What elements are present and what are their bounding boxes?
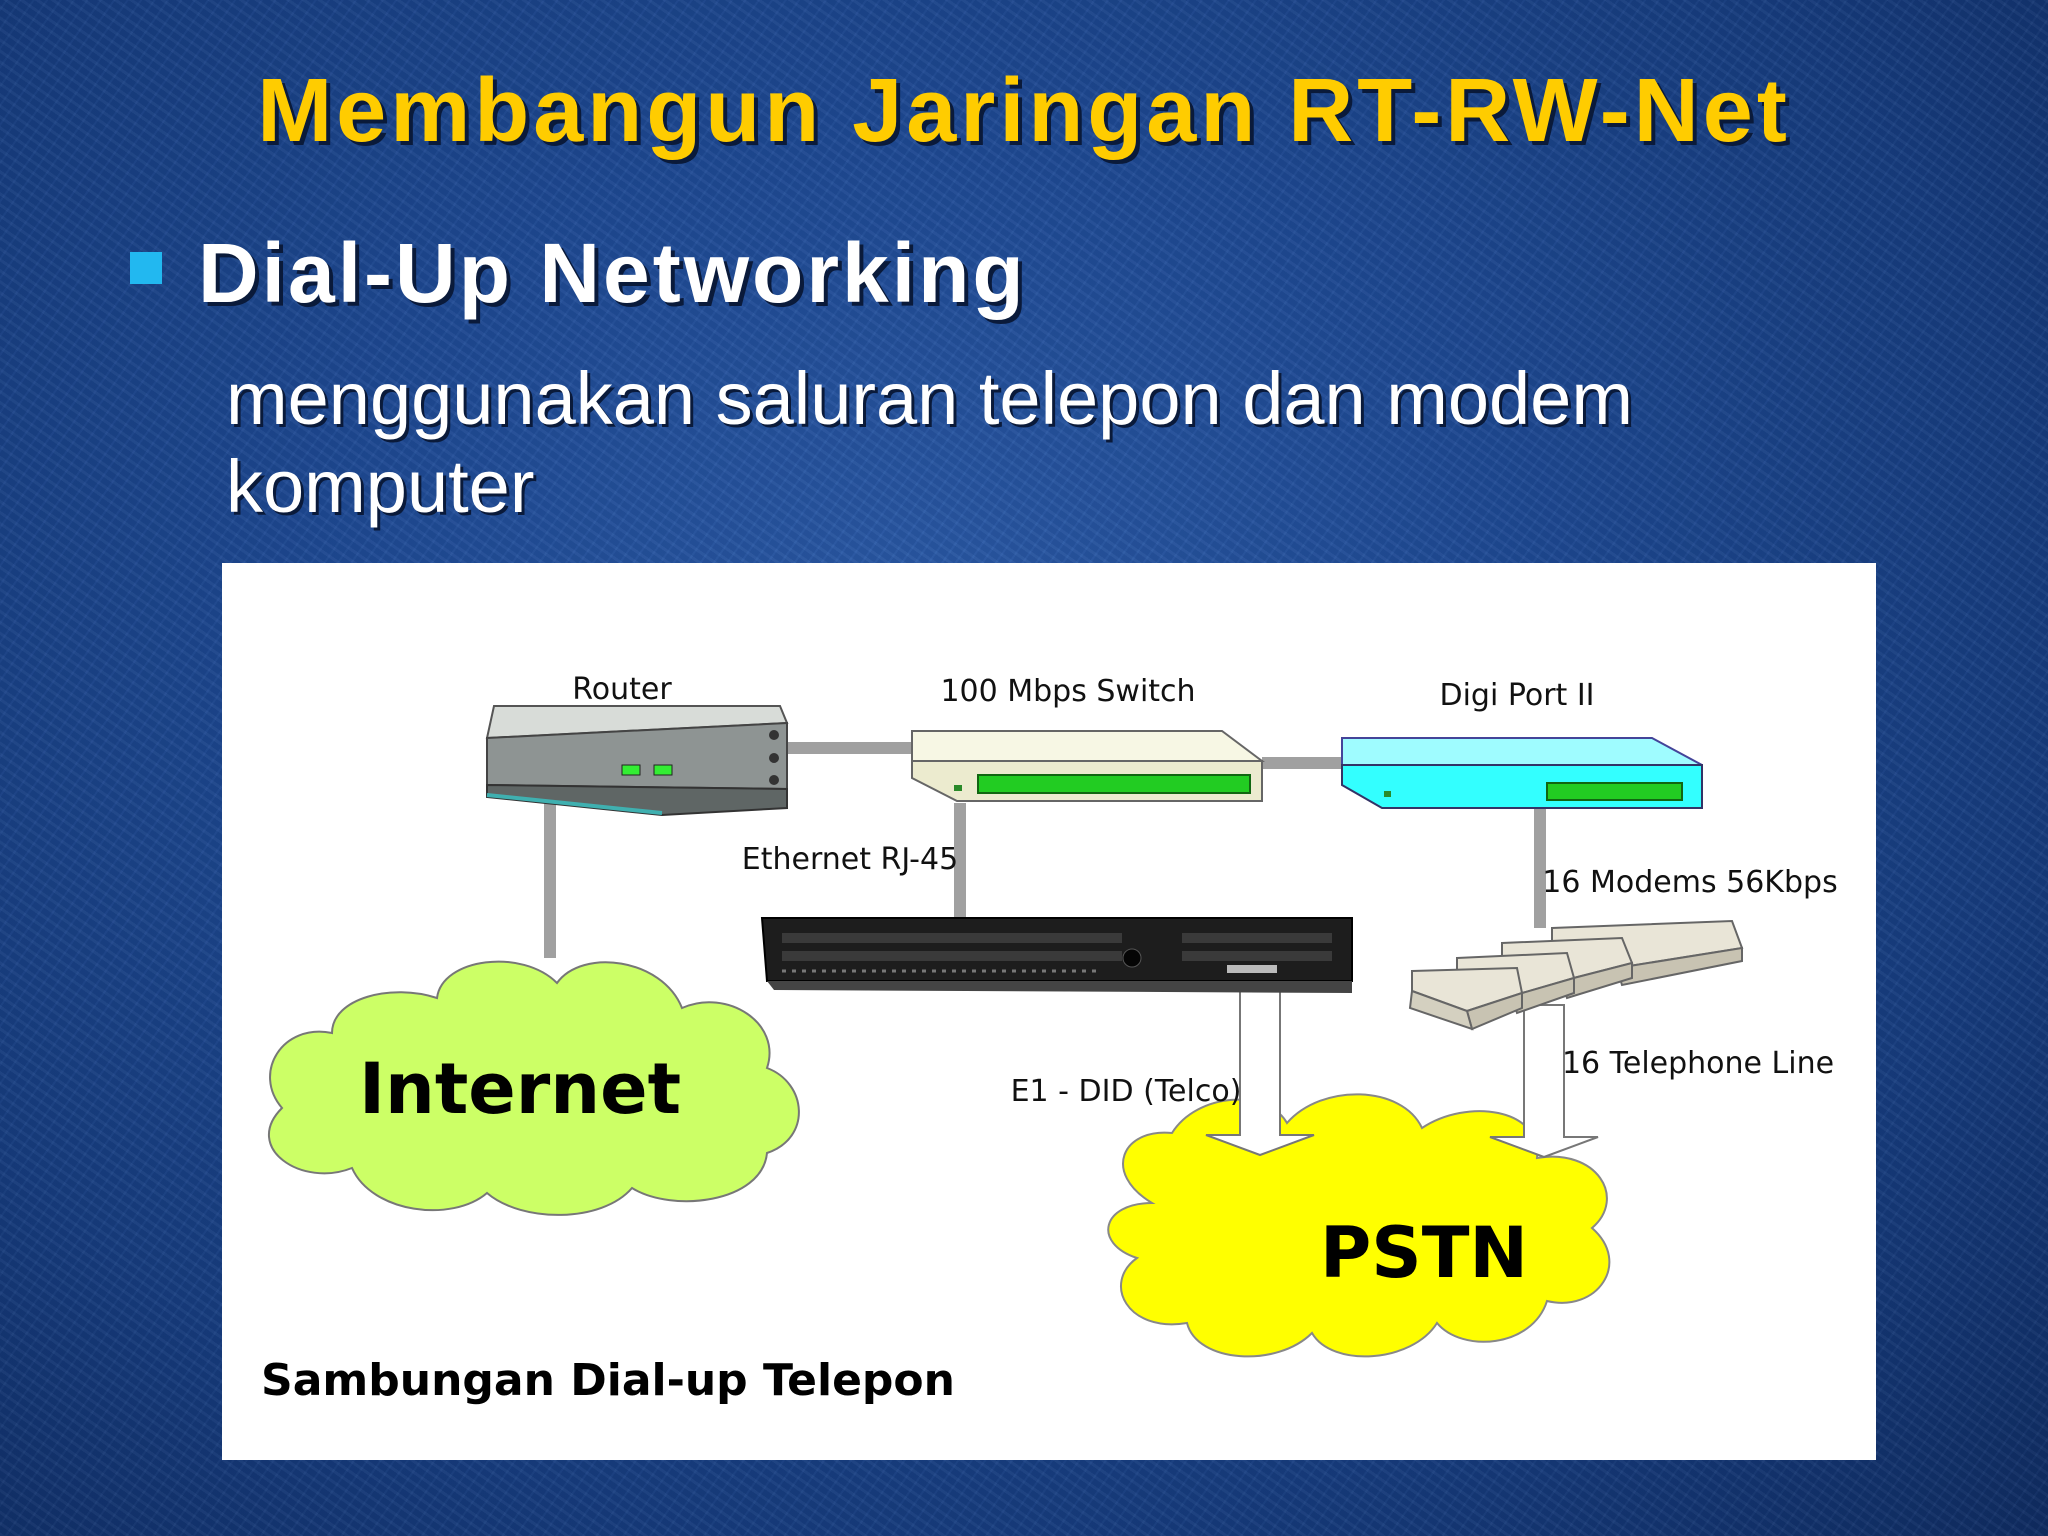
pstn-label: PSTN <box>1320 1212 1528 1294</box>
internet-label: Internet <box>359 1048 681 1130</box>
switch-icon <box>911 730 1265 802</box>
network-diagram: Internet PSTN <box>222 563 1876 1460</box>
bullet-body-text: menggunakan saluran telepon dan modem ko… <box>226 357 1633 528</box>
diagram-caption: Sambungan Dial-up Telepon <box>261 1355 955 1406</box>
e1-did-label: E1 - DID (Telco) <box>1011 1074 1242 1109</box>
access-server-icon <box>760 917 1353 993</box>
digiport-icon <box>1341 737 1703 809</box>
router-icon <box>485 705 789 817</box>
internet-cloud: Internet <box>267 960 800 1216</box>
phone-lines-label: 16 Telephone Line <box>1562 1046 1834 1081</box>
e1-arrow-icon <box>1205 987 1315 1157</box>
switch-label: 100 Mbps Switch <box>940 674 1195 709</box>
bullet-heading: Dial-Up Networking <box>198 226 1027 320</box>
modem-stack-icon <box>1408 919 1744 1031</box>
bullet-square-icon <box>130 252 162 284</box>
modems-label: 16 Modems 56Kbps <box>1542 865 1837 900</box>
phone-line-arrow-icon <box>1489 1004 1599 1159</box>
digiport-label: Digi Port II <box>1439 678 1594 713</box>
pstn-cloud: PSTN <box>1107 1093 1611 1358</box>
router-label: Router <box>572 672 672 707</box>
ethernet-label: Ethernet RJ-45 <box>742 842 958 877</box>
slide-title: Membangun Jaringan RT-RW-Net <box>257 61 1791 161</box>
diagram-canvas: Internet PSTN <box>261 672 1838 1406</box>
connector-lines <box>544 742 1546 958</box>
